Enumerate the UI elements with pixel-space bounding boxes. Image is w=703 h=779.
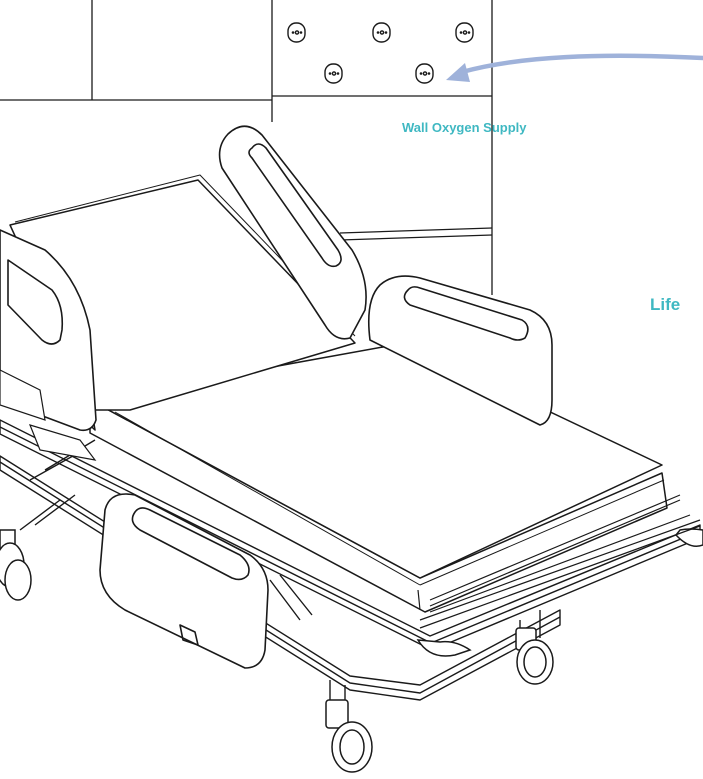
side-rails [0, 125, 553, 669]
wall-oxygen-outlet-icon [455, 22, 474, 43]
deck-edge-lines [417, 494, 691, 613]
caster-wheel-icon [515, 627, 554, 685]
side-rail-far-foot [367, 275, 553, 426]
caster-wheel-icon [325, 699, 373, 773]
callout-arrow [446, 53, 703, 82]
wall-oxygen-outlet-icon [415, 63, 434, 84]
wall-oxygen-outlets [287, 22, 474, 84]
wall-line [339, 234, 493, 241]
wall-oxygen-outlet-icon [372, 22, 391, 43]
callout-arrow-shaft [459, 53, 703, 75]
mechanism-block [28, 424, 97, 461]
deck-edge-lines [419, 519, 701, 629]
wall-oxygen-outlet-icon [324, 63, 343, 84]
caster-wheel-icon [4, 559, 32, 601]
bed-mechanism [0, 369, 701, 629]
mechanism-block [0, 369, 46, 421]
wall-panels [0, 0, 493, 295]
caster-wheels [0, 528, 703, 773]
wall-oxygen-label: Wall Oxygen Supply [402, 120, 527, 135]
side-rail-near-head [0, 229, 97, 432]
wall-oxygen-outlet-icon [287, 22, 306, 43]
side-rail-near-foot [99, 493, 269, 669]
mattress-piping [114, 411, 665, 586]
life-label-partial: Life [650, 295, 680, 314]
side-rail-far-head [218, 125, 367, 340]
caster-bumper [416, 528, 703, 657]
wall-line [339, 227, 493, 234]
callout-arrow-head [446, 63, 470, 82]
scissor-leg [19, 494, 76, 531]
